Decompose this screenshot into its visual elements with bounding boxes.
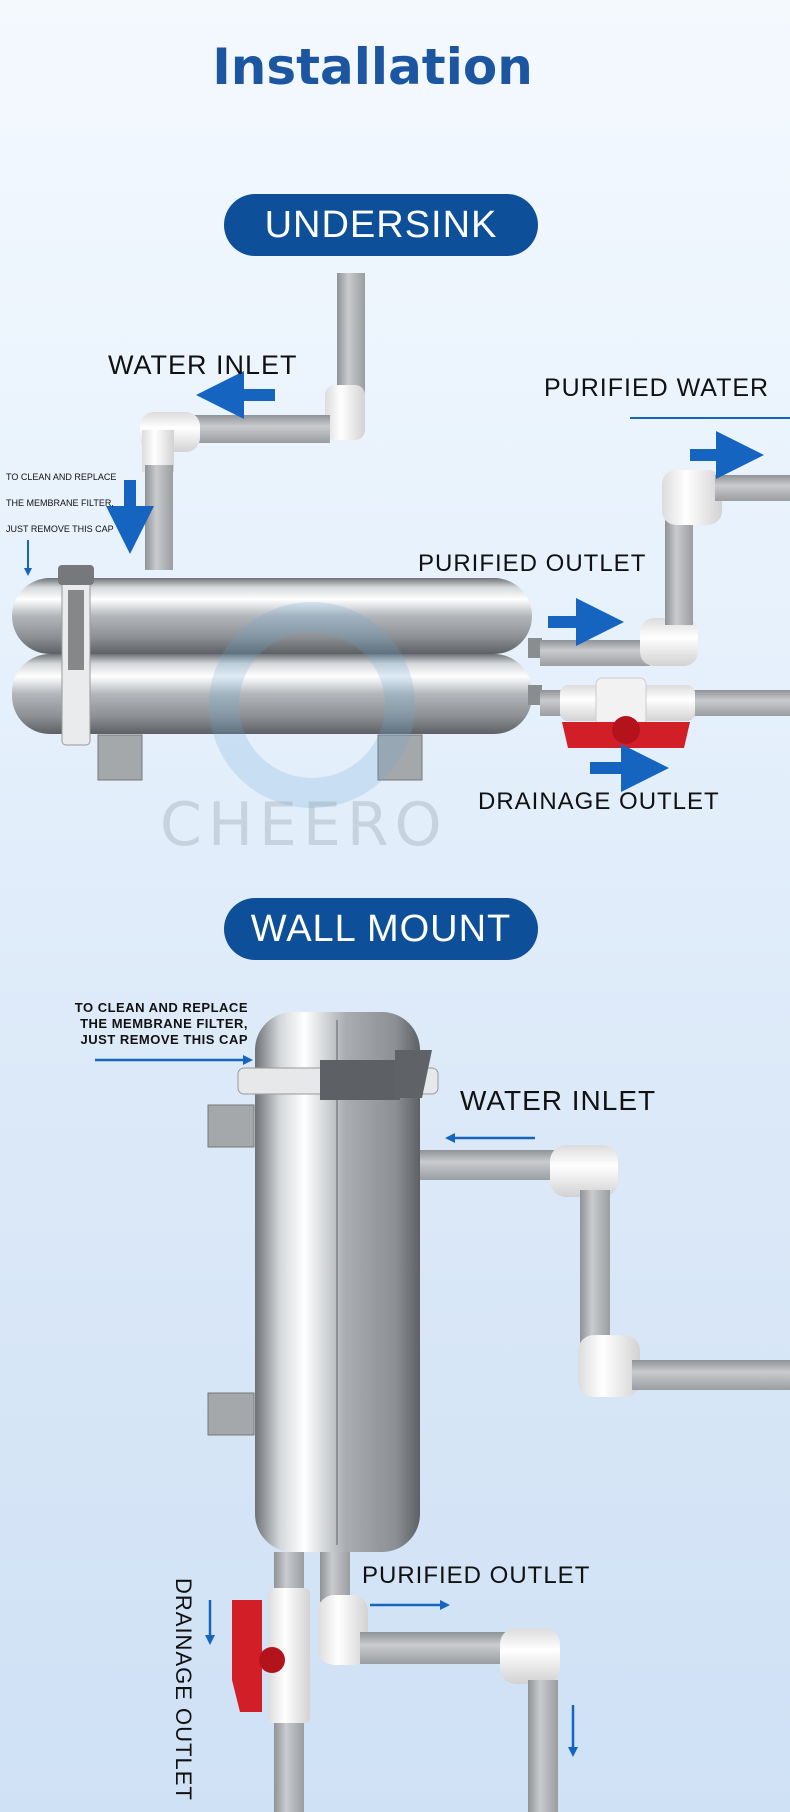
- undersink-section-pill: UNDERSINK: [224, 194, 538, 256]
- wall-mount-drainage-valve: [232, 1588, 310, 1723]
- undersink-inlet-pipe: [140, 273, 365, 570]
- wall-mount-inlet-pipe: [420, 1145, 790, 1397]
- undersink-purified-pipe: [540, 470, 790, 666]
- undersink-cap-note-line3: JUST REMOVE THIS CAP: [6, 524, 114, 534]
- undersink-drainage-outlet-label: DRAINAGE OUTLET: [478, 788, 720, 815]
- purified-water-label: PURIFIED WATER: [544, 374, 770, 402]
- undersink-drainage-valve: [540, 677, 790, 748]
- undersink-filter-tank: [12, 565, 542, 781]
- wall-water-inlet-label: WATER INLET: [460, 1085, 657, 1116]
- undersink-cap-note-line1: TO CLEAN AND REPLACE: [6, 472, 117, 482]
- wall-drainage-outlet-label: DRAINAGE OUTLET: [171, 1578, 196, 1801]
- brand-watermark: CHEERO: [160, 790, 448, 860]
- wall-purified-outlet-label: PURIFIED OUTLET: [362, 1562, 591, 1589]
- undersink-purified-outlet-label: PURIFIED OUTLET: [418, 550, 647, 577]
- wall-mount-outlet-pipes: [274, 1552, 560, 1812]
- wall-cap-note-line1: TO CLEAN AND REPLACE: [74, 1000, 248, 1015]
- wall-cap-note-line3: JUST REMOVE THIS CAP: [80, 1032, 248, 1047]
- wall-mount-section-pill: WALL MOUNT: [224, 898, 538, 960]
- brand-watermark-logo-icon: [209, 602, 415, 808]
- page-title: Installation: [212, 38, 533, 96]
- undersink-water-inlet-label: WATER INLET: [108, 350, 298, 380]
- wall-mount-filter-tank: [207, 1012, 439, 1552]
- wall-cap-note: TO CLEAN AND REPLACE THE MEMBRANE FILTER…: [40, 1000, 248, 1048]
- wall-cap-note-line2: THE MEMBRANE FILTER,: [80, 1016, 248, 1031]
- undersink-cap-note-line2: THE MEMBRANE FILTER,: [6, 498, 114, 508]
